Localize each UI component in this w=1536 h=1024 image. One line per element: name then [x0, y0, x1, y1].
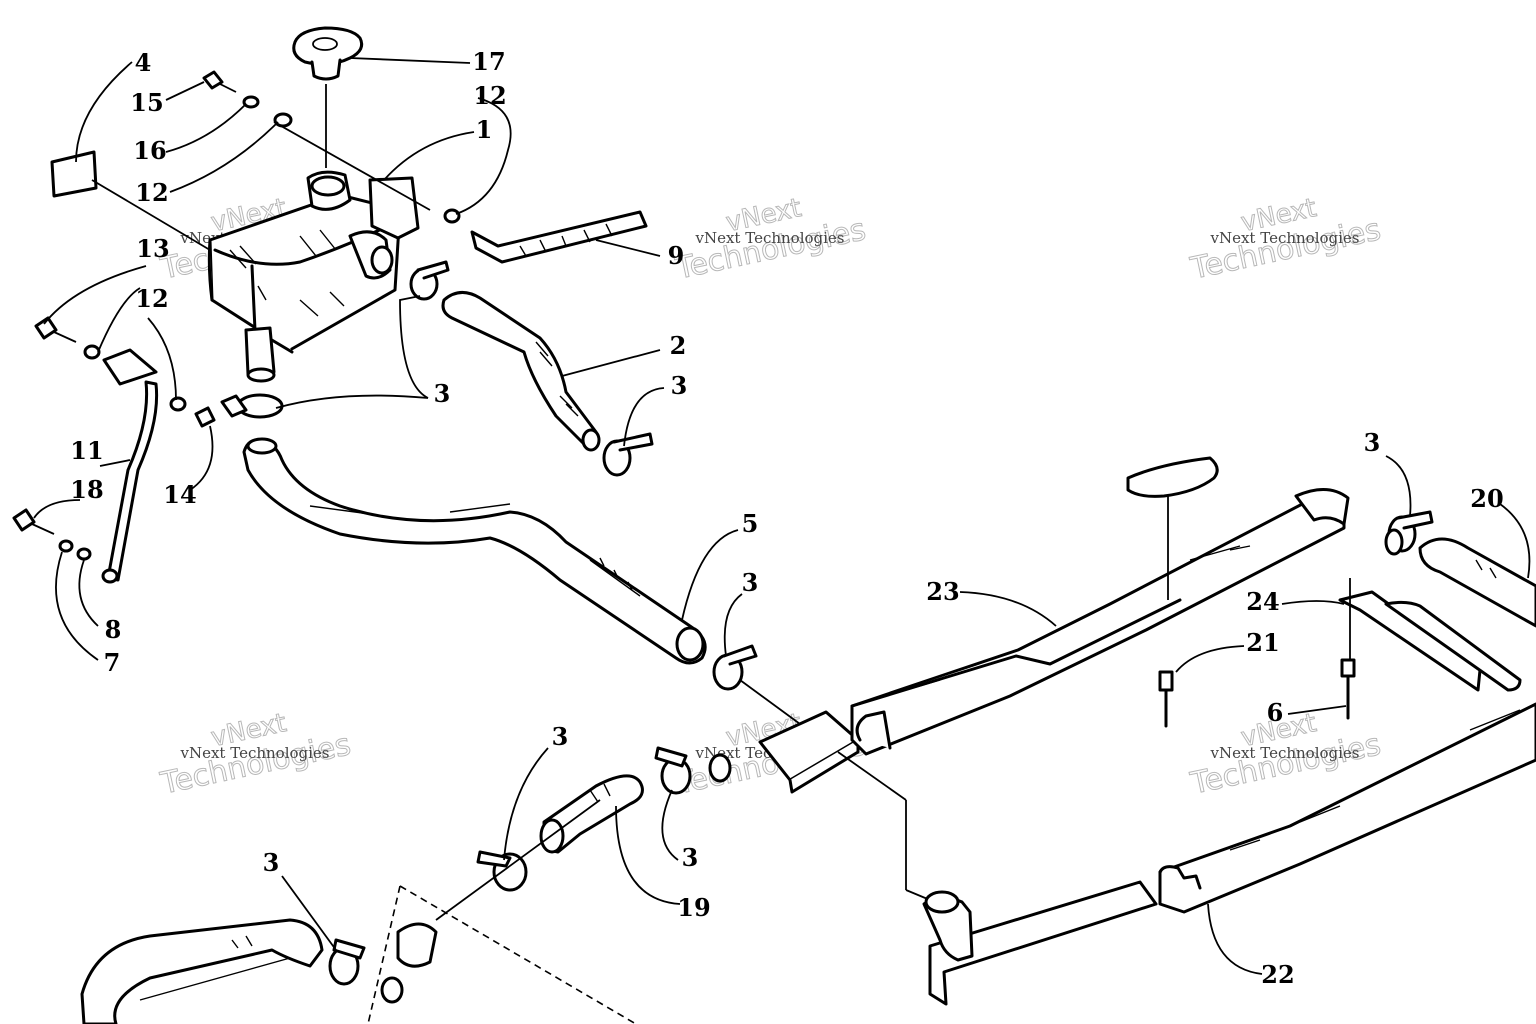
- part-4-decal: [50, 150, 211, 251]
- callout-c3f: 3: [263, 848, 280, 877]
- callout-c3d: 3: [552, 722, 569, 751]
- part-9-overflow-hose: [470, 210, 661, 264]
- clamp-f: [708, 753, 732, 783]
- part-21-rivet: [1158, 645, 1245, 728]
- lower-panel: [367, 885, 637, 1024]
- callout-c12c: 12: [135, 284, 168, 313]
- callout-c5: 5: [742, 509, 759, 538]
- callout-c14: 14: [163, 480, 196, 509]
- callout-c3e: 3: [682, 843, 699, 872]
- part-6-rivet: [1287, 658, 1356, 720]
- callout-c18: 18: [70, 475, 103, 504]
- clamp-e: [654, 746, 692, 795]
- callout-c22: 22: [1261, 960, 1294, 989]
- clamp-d: [712, 644, 758, 691]
- callout-c23: 23: [926, 577, 959, 606]
- part-19-elbow-hose: [435, 747, 681, 921]
- callout-c21: 21: [1246, 628, 1279, 657]
- clamp-b: [220, 393, 284, 419]
- callout-c8: 8: [105, 615, 122, 644]
- callout-c7: 7: [104, 648, 121, 677]
- lower-left-hose: [80, 875, 337, 1024]
- part-23-heat-exchanger: [850, 456, 1350, 756]
- part-24-bracket: [1281, 578, 1522, 692]
- callout-c24: 24: [1246, 587, 1279, 616]
- callout-c15: 15: [130, 88, 163, 117]
- callout-c3b: 3: [671, 371, 688, 400]
- part-5-long-hose: [242, 437, 707, 665]
- callout-c20: 20: [1470, 484, 1503, 513]
- callout-c12a: 12: [473, 81, 506, 110]
- callout-c11: 11: [70, 436, 103, 465]
- clamp-a: [409, 260, 450, 301]
- clamp-g: [476, 850, 528, 892]
- callout-c12b: 12: [135, 178, 168, 207]
- callout-c6: 6: [1267, 698, 1284, 727]
- lower-extrusion: [922, 880, 1158, 1006]
- callout-c16: 16: [133, 136, 166, 165]
- callout-c4: 4: [135, 48, 152, 77]
- callout-c2: 2: [670, 331, 687, 360]
- part-1-coolant-tank: [207, 121, 431, 383]
- callout-c3c: 3: [742, 568, 759, 597]
- watermark-small-text: vNext Technologies: [1209, 744, 1359, 762]
- clamp-h: [328, 938, 366, 986]
- part-2-hose: [441, 291, 661, 452]
- callout-c17: 17: [472, 47, 505, 76]
- part-11-bracket: [12, 265, 216, 661]
- callout-c3a: 3: [434, 379, 451, 408]
- watermark-small-text: vNext Technologies: [694, 229, 844, 247]
- callout-c1: 1: [476, 115, 493, 144]
- callout-c13: 13: [136, 234, 169, 263]
- callout-c9: 9: [668, 241, 685, 270]
- part-20-tube: [1384, 455, 1536, 628]
- part-22-rail: [1158, 702, 1536, 975]
- watermark-small-text: vNext Technologies: [1209, 229, 1359, 247]
- part-17-pressure-cap: [292, 26, 471, 168]
- watermark-small-text: vNext Technologies: [179, 744, 329, 762]
- clamp-c: [602, 432, 654, 477]
- upper-leaders: [75, 61, 743, 657]
- tank-hardware: [165, 70, 461, 224]
- callout-c3g: 3: [1364, 428, 1381, 457]
- callout-c19: 19: [677, 893, 710, 922]
